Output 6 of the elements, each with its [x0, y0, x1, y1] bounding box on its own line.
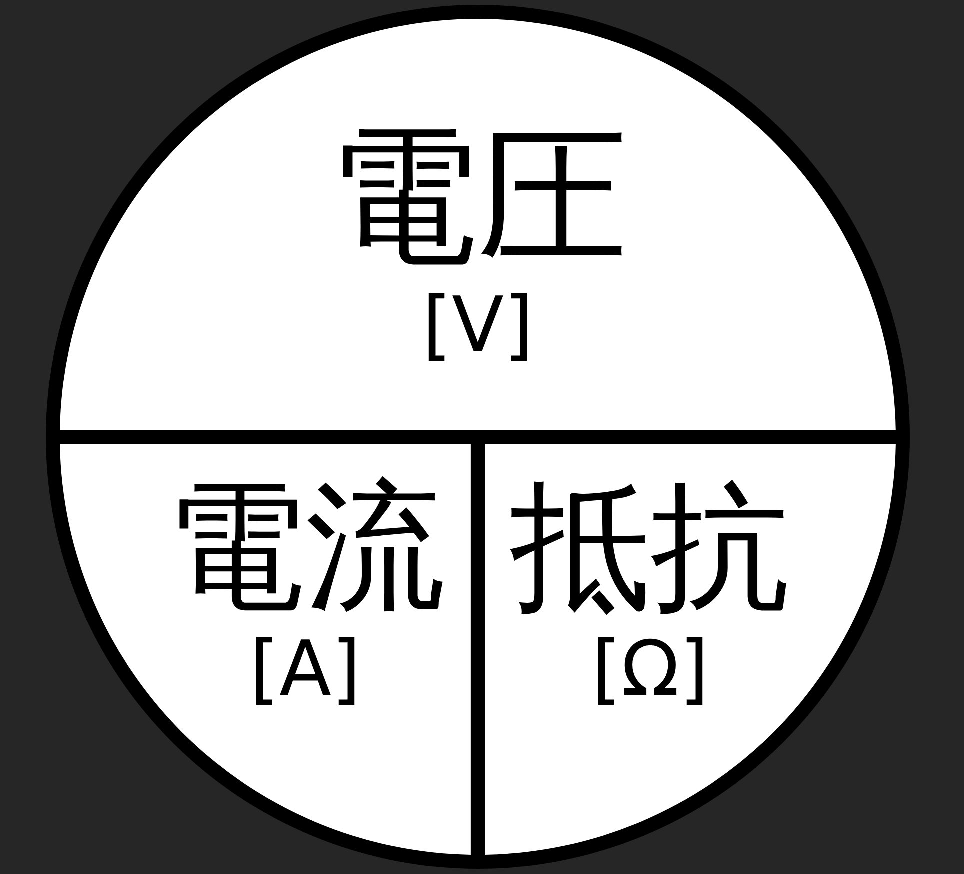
unit-label: [V]: [422, 284, 534, 364]
quantity-name: 電圧: [328, 119, 628, 276]
quantity-name: 抵抗: [510, 474, 790, 621]
quantity-name: 電流: [166, 474, 446, 621]
unit-label: [A]: [250, 629, 362, 709]
unit-label: [Ω]: [592, 629, 710, 709]
